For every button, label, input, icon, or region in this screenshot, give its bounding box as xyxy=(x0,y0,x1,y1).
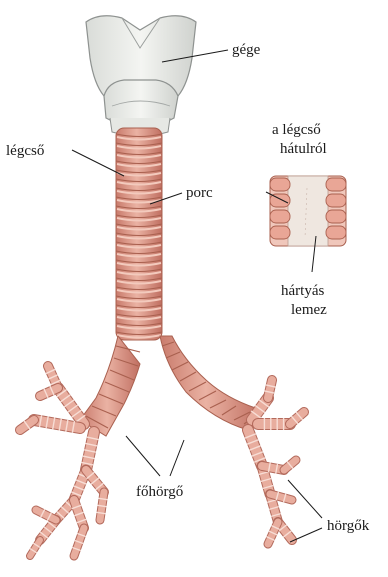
bronchus-branch xyxy=(264,380,275,398)
label-porc: porc xyxy=(186,185,213,201)
larynx xyxy=(86,16,196,136)
label-membrane-line1: hártyás xyxy=(281,283,324,299)
label-membrane-line2: lemez xyxy=(291,302,327,318)
bronchus-branch xyxy=(30,540,40,556)
leader-horgok-down xyxy=(290,528,322,542)
label-gege: gége xyxy=(232,42,261,58)
inset-ring-right xyxy=(326,178,346,191)
inset-ring-left xyxy=(270,178,290,191)
bronchus-branch xyxy=(81,432,98,470)
label-fohorgo: főhörgő xyxy=(136,484,183,500)
bronchus-branch xyxy=(97,492,108,520)
label-back-view-line1: a légcső xyxy=(272,122,321,138)
bronchus-branch xyxy=(284,460,296,470)
bronchus-branch xyxy=(36,509,56,520)
label-legcso: légcső xyxy=(6,143,44,159)
inset-ring-right xyxy=(326,226,346,239)
inset-ring-left xyxy=(270,226,290,239)
bronchus-branch xyxy=(72,528,85,556)
leader-fohorgo-right xyxy=(170,440,184,476)
inset-ring-left xyxy=(270,210,290,223)
main-bronchi xyxy=(80,336,262,436)
inset-ring-right xyxy=(326,194,346,207)
bronchus-branch xyxy=(290,412,304,424)
trachea xyxy=(116,128,162,340)
bronchial-branches xyxy=(20,366,304,556)
leader-fohorgo-left xyxy=(126,436,160,476)
bronchus-branch xyxy=(40,386,58,398)
bronchus-branch xyxy=(266,522,279,544)
bronchus-branch xyxy=(20,420,34,430)
label-horgok: hörgők xyxy=(327,518,370,534)
label-back-view-line2: hátulról xyxy=(280,141,327,157)
inset-ring-right xyxy=(326,210,346,223)
bronchus-branch xyxy=(57,388,85,424)
labels: gége légcső porc a légcső hátulról hárty… xyxy=(6,42,370,534)
trachea-back-view xyxy=(270,176,346,246)
